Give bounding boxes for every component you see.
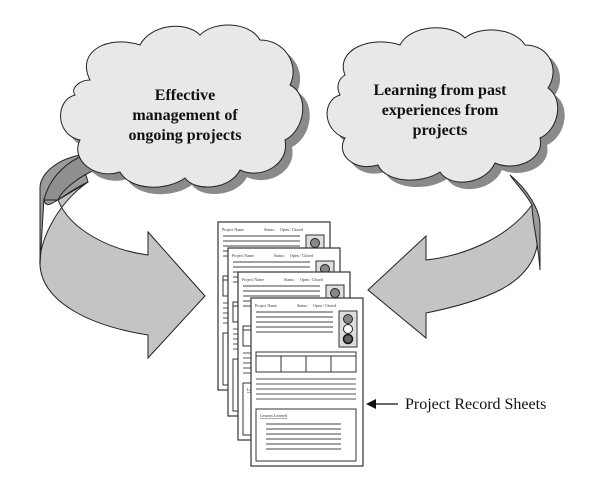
sheet-status-value: Open / Closed [290,253,313,258]
sheet-status-value: Open / Closed [300,277,323,282]
sheet-status-label: Status: [264,227,275,232]
sheet-project-name-label: Project Name [232,253,254,258]
callout: Project Record Sheets [366,396,546,413]
cloud-left-line-2: management of [132,107,238,124]
cloud-left-line-3: ongoing projects [128,127,241,144]
cloud-right-line-1: Learning from past [373,82,507,99]
record-sheet: Project Name Status: Open / ClosedLessons … [250,297,364,467]
cloud-right-line-2: experiences from [382,102,499,119]
traffic-light-red-icon [343,314,353,324]
lessons-learned-label: Lessons Learned [260,413,287,418]
traffic-light-green-icon [342,333,354,345]
sheet-status-label: Status: [297,303,308,308]
sheet-project-name-label: Project Name [242,277,264,282]
cloud-left: Effective management of ongoing projects [60,24,310,195]
traffic-light-red-icon [310,238,320,248]
traffic-light-red-icon [330,288,340,298]
cloud-left-line-1: Effective [155,87,215,104]
sheet-status-value: Open / Closed [313,303,336,308]
cloud-right-line-3: projects [413,122,468,139]
sheet-project-name-label: Project Name [255,303,277,308]
sheet-status-value: Open / Closed [280,227,303,232]
callout-arrowhead-icon [366,399,376,409]
traffic-light-amber-icon [343,324,353,334]
sheet-status-label: Status: [274,253,285,258]
lessons-learned-box [255,408,357,462]
right-curved-arrow [367,174,541,340]
callout-label: Project Record Sheets [405,396,546,413]
sheet-project-name-label: Project Name [222,227,244,232]
sheet-status-label: Status: [284,277,295,282]
cloud-right: Learning from past experiences from proj… [326,27,565,190]
